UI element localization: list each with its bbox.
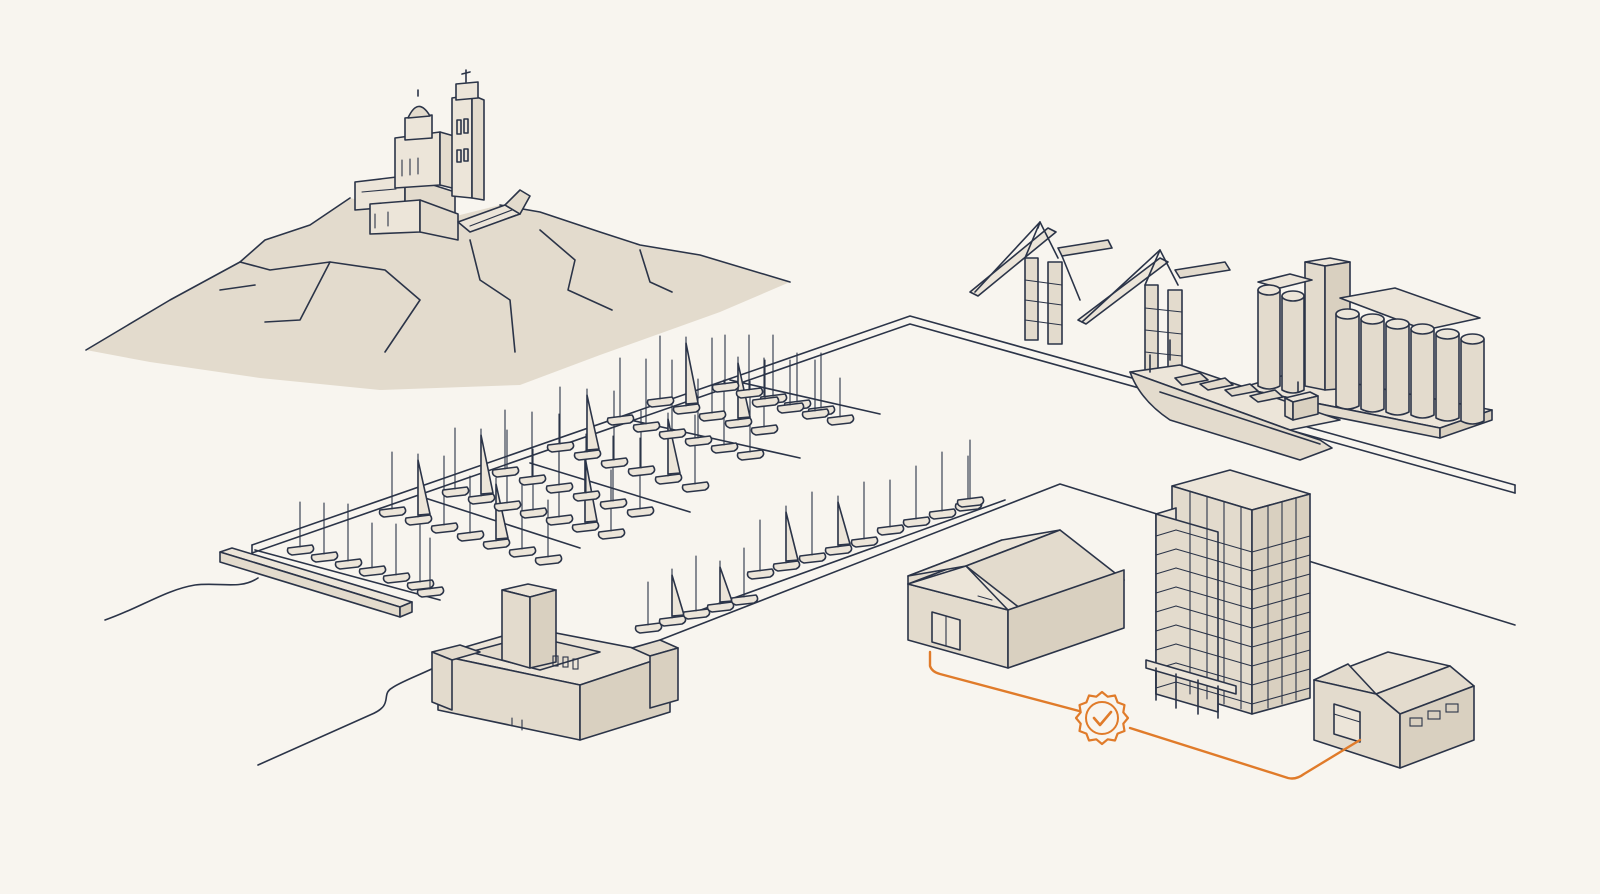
fort xyxy=(431,583,679,741)
sailboat xyxy=(772,505,801,572)
sailboat xyxy=(627,410,656,477)
depot xyxy=(1313,651,1475,769)
sailboat xyxy=(776,359,805,414)
sailboat xyxy=(508,479,537,558)
check-seal-icon xyxy=(1074,690,1130,746)
basilica xyxy=(354,69,531,241)
sailboat xyxy=(310,502,339,563)
sailboat xyxy=(876,479,905,536)
sailboat xyxy=(658,359,687,440)
sailboat xyxy=(493,429,522,512)
sailboat xyxy=(286,501,315,556)
sailboat xyxy=(698,337,727,422)
sailboat xyxy=(546,386,575,453)
sailboat xyxy=(606,357,635,426)
connection-route xyxy=(928,650,1362,780)
sailboat xyxy=(599,435,628,510)
coastline xyxy=(104,315,1516,766)
sailboat xyxy=(404,453,433,526)
marina-boats xyxy=(286,334,985,634)
sailboat xyxy=(672,336,701,415)
sailboat xyxy=(824,495,853,556)
sailboat xyxy=(467,428,496,505)
warehouse xyxy=(907,529,1125,669)
sailboat xyxy=(441,427,470,498)
sailboat xyxy=(571,450,600,533)
sailboat xyxy=(632,358,661,433)
gantry-cranes xyxy=(969,221,1231,376)
sailboat xyxy=(382,523,411,584)
cargo-ship xyxy=(1129,354,1341,461)
sailboat xyxy=(798,491,827,564)
sailboat xyxy=(735,334,764,399)
sailboat xyxy=(956,439,985,508)
sailboat xyxy=(573,388,602,461)
sailboat xyxy=(801,359,830,420)
sailboat xyxy=(850,481,879,548)
sailboat xyxy=(430,455,459,534)
sailboat xyxy=(358,522,387,577)
sailboat xyxy=(378,451,407,518)
sailboat xyxy=(491,409,520,478)
hill xyxy=(85,197,791,390)
sailboat xyxy=(826,377,855,426)
sailboat xyxy=(928,451,957,520)
sailboat xyxy=(681,414,710,493)
sailboat xyxy=(746,519,775,580)
sailboat xyxy=(783,352,812,411)
sailboat xyxy=(706,560,735,613)
sailboat xyxy=(646,335,675,408)
sailboat xyxy=(902,465,931,528)
sailboat xyxy=(572,433,601,502)
office-tower xyxy=(1145,469,1311,719)
sailboat xyxy=(518,411,547,486)
sailboat xyxy=(807,352,836,417)
sailboat xyxy=(711,334,740,393)
sailboat xyxy=(634,581,663,634)
sailboat xyxy=(334,503,363,570)
sailboat xyxy=(416,537,445,598)
sailboat xyxy=(534,499,563,566)
sailboat xyxy=(456,475,485,542)
sailboat xyxy=(751,359,780,408)
sailboat xyxy=(682,555,711,620)
sailboat xyxy=(658,568,687,627)
breakwater xyxy=(219,547,413,618)
sailboat xyxy=(750,357,779,436)
sailboat xyxy=(730,547,759,606)
